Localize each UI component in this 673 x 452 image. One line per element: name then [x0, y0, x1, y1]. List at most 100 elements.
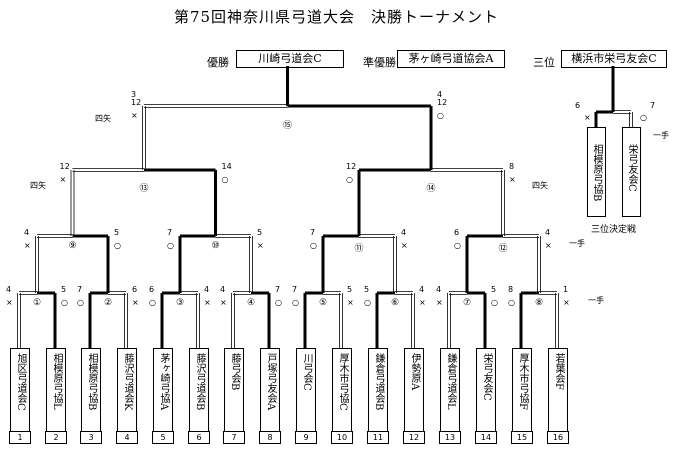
team-name: 若葉会F: [553, 353, 564, 390]
r1-mark: ○: [364, 298, 371, 307]
third-place-label: 三位: [533, 56, 555, 69]
team-number: 1: [9, 431, 31, 444]
team-box: 相模原弓協B: [81, 348, 101, 432]
team-box: 鎌倉弓道会B: [368, 348, 388, 432]
team-number: 6: [188, 431, 210, 444]
match-number: ⑧: [534, 298, 544, 308]
team-number: 15: [511, 431, 533, 444]
team-name: 藤沢弓道会B: [194, 353, 205, 411]
page-title: 第75回神奈川県弓道大会 決勝トーナメント: [173, 8, 500, 26]
team-number: 13: [439, 431, 461, 444]
r1-score: 7: [275, 285, 281, 294]
third-left-score: 6: [575, 101, 581, 110]
team-number: 2: [45, 431, 67, 444]
team-name: 栄弓友会C: [481, 353, 492, 401]
r2-mark: ×: [257, 241, 264, 250]
match-number: ⑥: [390, 298, 400, 308]
semi-mark: ×: [509, 175, 516, 184]
team-box: 伊勢原A: [404, 348, 424, 432]
r2-score: 7: [167, 228, 173, 237]
match-number: ②: [103, 298, 113, 308]
r1-mark: ○: [77, 298, 84, 307]
team-box: 厚木市弓協F: [512, 348, 532, 432]
r2-score: 6: [454, 228, 460, 237]
r1-score: 4: [220, 285, 226, 294]
match-number: ⑮: [282, 121, 292, 131]
r2-mark: ×: [401, 241, 408, 250]
team-box: 藤弓会B: [224, 348, 244, 432]
semi-score: 8: [509, 162, 515, 171]
runner-up-box: 茅ヶ崎弓道協会A: [397, 50, 505, 68]
r1-score: 6: [149, 285, 155, 294]
team-name: 川弓会C: [301, 353, 312, 391]
r1-mark: ○: [61, 298, 68, 307]
r1-score: 4: [419, 285, 425, 294]
team-name: 相模原弓協B: [86, 353, 97, 411]
r1-score: 5: [347, 285, 353, 294]
r1-score: 7: [292, 285, 298, 294]
r1-right-note: 一手: [588, 296, 604, 305]
r1-mark: ×: [563, 298, 570, 307]
semi-mark: ×: [59, 175, 67, 184]
match-number: ⑫: [498, 244, 508, 254]
r2-mark: ×: [24, 241, 31, 250]
r1-mark: ×: [6, 298, 13, 307]
team-name: 鎌倉弓道会B: [373, 353, 384, 411]
semi-left-note: 四矢: [30, 181, 46, 190]
team-number: 9: [295, 431, 317, 444]
team-name: 茅ヶ崎弓協A: [158, 353, 169, 411]
r1-score: 1: [563, 285, 569, 294]
team-number: 11: [367, 431, 389, 444]
winner-label: 優勝: [207, 56, 229, 69]
r1-mark: ○: [292, 298, 299, 307]
third-left-mark: ×: [584, 113, 591, 122]
team-name: 相模原弓協L: [51, 353, 62, 410]
third-place-box: 横浜市栄弓友会C: [561, 50, 667, 68]
team-name: 戸塚弓友会A: [265, 353, 276, 411]
third-place-match-label: 三位決定戦: [591, 225, 637, 235]
semi-score: 12: [59, 162, 70, 171]
third-right-score: 7: [650, 101, 656, 110]
r2-score: 5: [114, 228, 120, 237]
team-name: 藤沢弓道会K: [122, 353, 133, 411]
r1-mark: ×: [132, 298, 139, 307]
team-name: 厚木市弓協F: [517, 353, 528, 410]
semi-score: 14: [221, 162, 232, 171]
r2-score: 4: [24, 228, 30, 237]
team-name: 藤弓会B: [229, 353, 240, 391]
third-right-mark: ○: [640, 113, 647, 122]
team-box: 茅ヶ崎弓協A: [153, 348, 173, 432]
team-box: 栄弓友会C: [476, 348, 496, 432]
r1-score: 4: [6, 285, 12, 294]
final-right-mark: ○: [437, 111, 444, 120]
r2-score: 5: [257, 228, 263, 237]
r1-score: 5: [491, 285, 497, 294]
match-number: ①: [32, 298, 42, 308]
r1-mark: ○: [149, 298, 156, 307]
team-number: 3: [80, 431, 102, 444]
final-right-score: 12: [437, 98, 448, 107]
team-box: 川弓会C: [296, 348, 316, 432]
team-box: 若葉会F: [548, 348, 568, 432]
match-number: ⑦: [462, 298, 472, 308]
match-number: ⑭: [426, 184, 436, 194]
r1-score: 4: [436, 285, 442, 294]
semi-right-note: 四矢: [532, 181, 548, 190]
third-place-team-left: 相模原弓協B: [587, 127, 606, 217]
r1-mark: ○: [275, 298, 282, 307]
semi-mark: ○: [346, 175, 353, 184]
third-place-note: 一手: [653, 131, 669, 140]
r1-mark: ×: [347, 298, 354, 307]
r1-score: 8: [508, 285, 514, 294]
team-number: 7: [223, 431, 245, 444]
team-number: 8: [259, 431, 281, 444]
r1-score: 5: [364, 285, 370, 294]
team-name: 鎌倉弓道会L: [445, 353, 456, 410]
team-box: 鎌倉弓道会L: [440, 348, 460, 432]
winner-box: 川崎弓道会C: [236, 50, 344, 68]
match-number: ⑩: [211, 241, 220, 251]
match-number: ⑨: [68, 241, 77, 251]
runner-up-label: 準優勝: [363, 56, 396, 69]
match-number: ⑤: [318, 298, 328, 308]
